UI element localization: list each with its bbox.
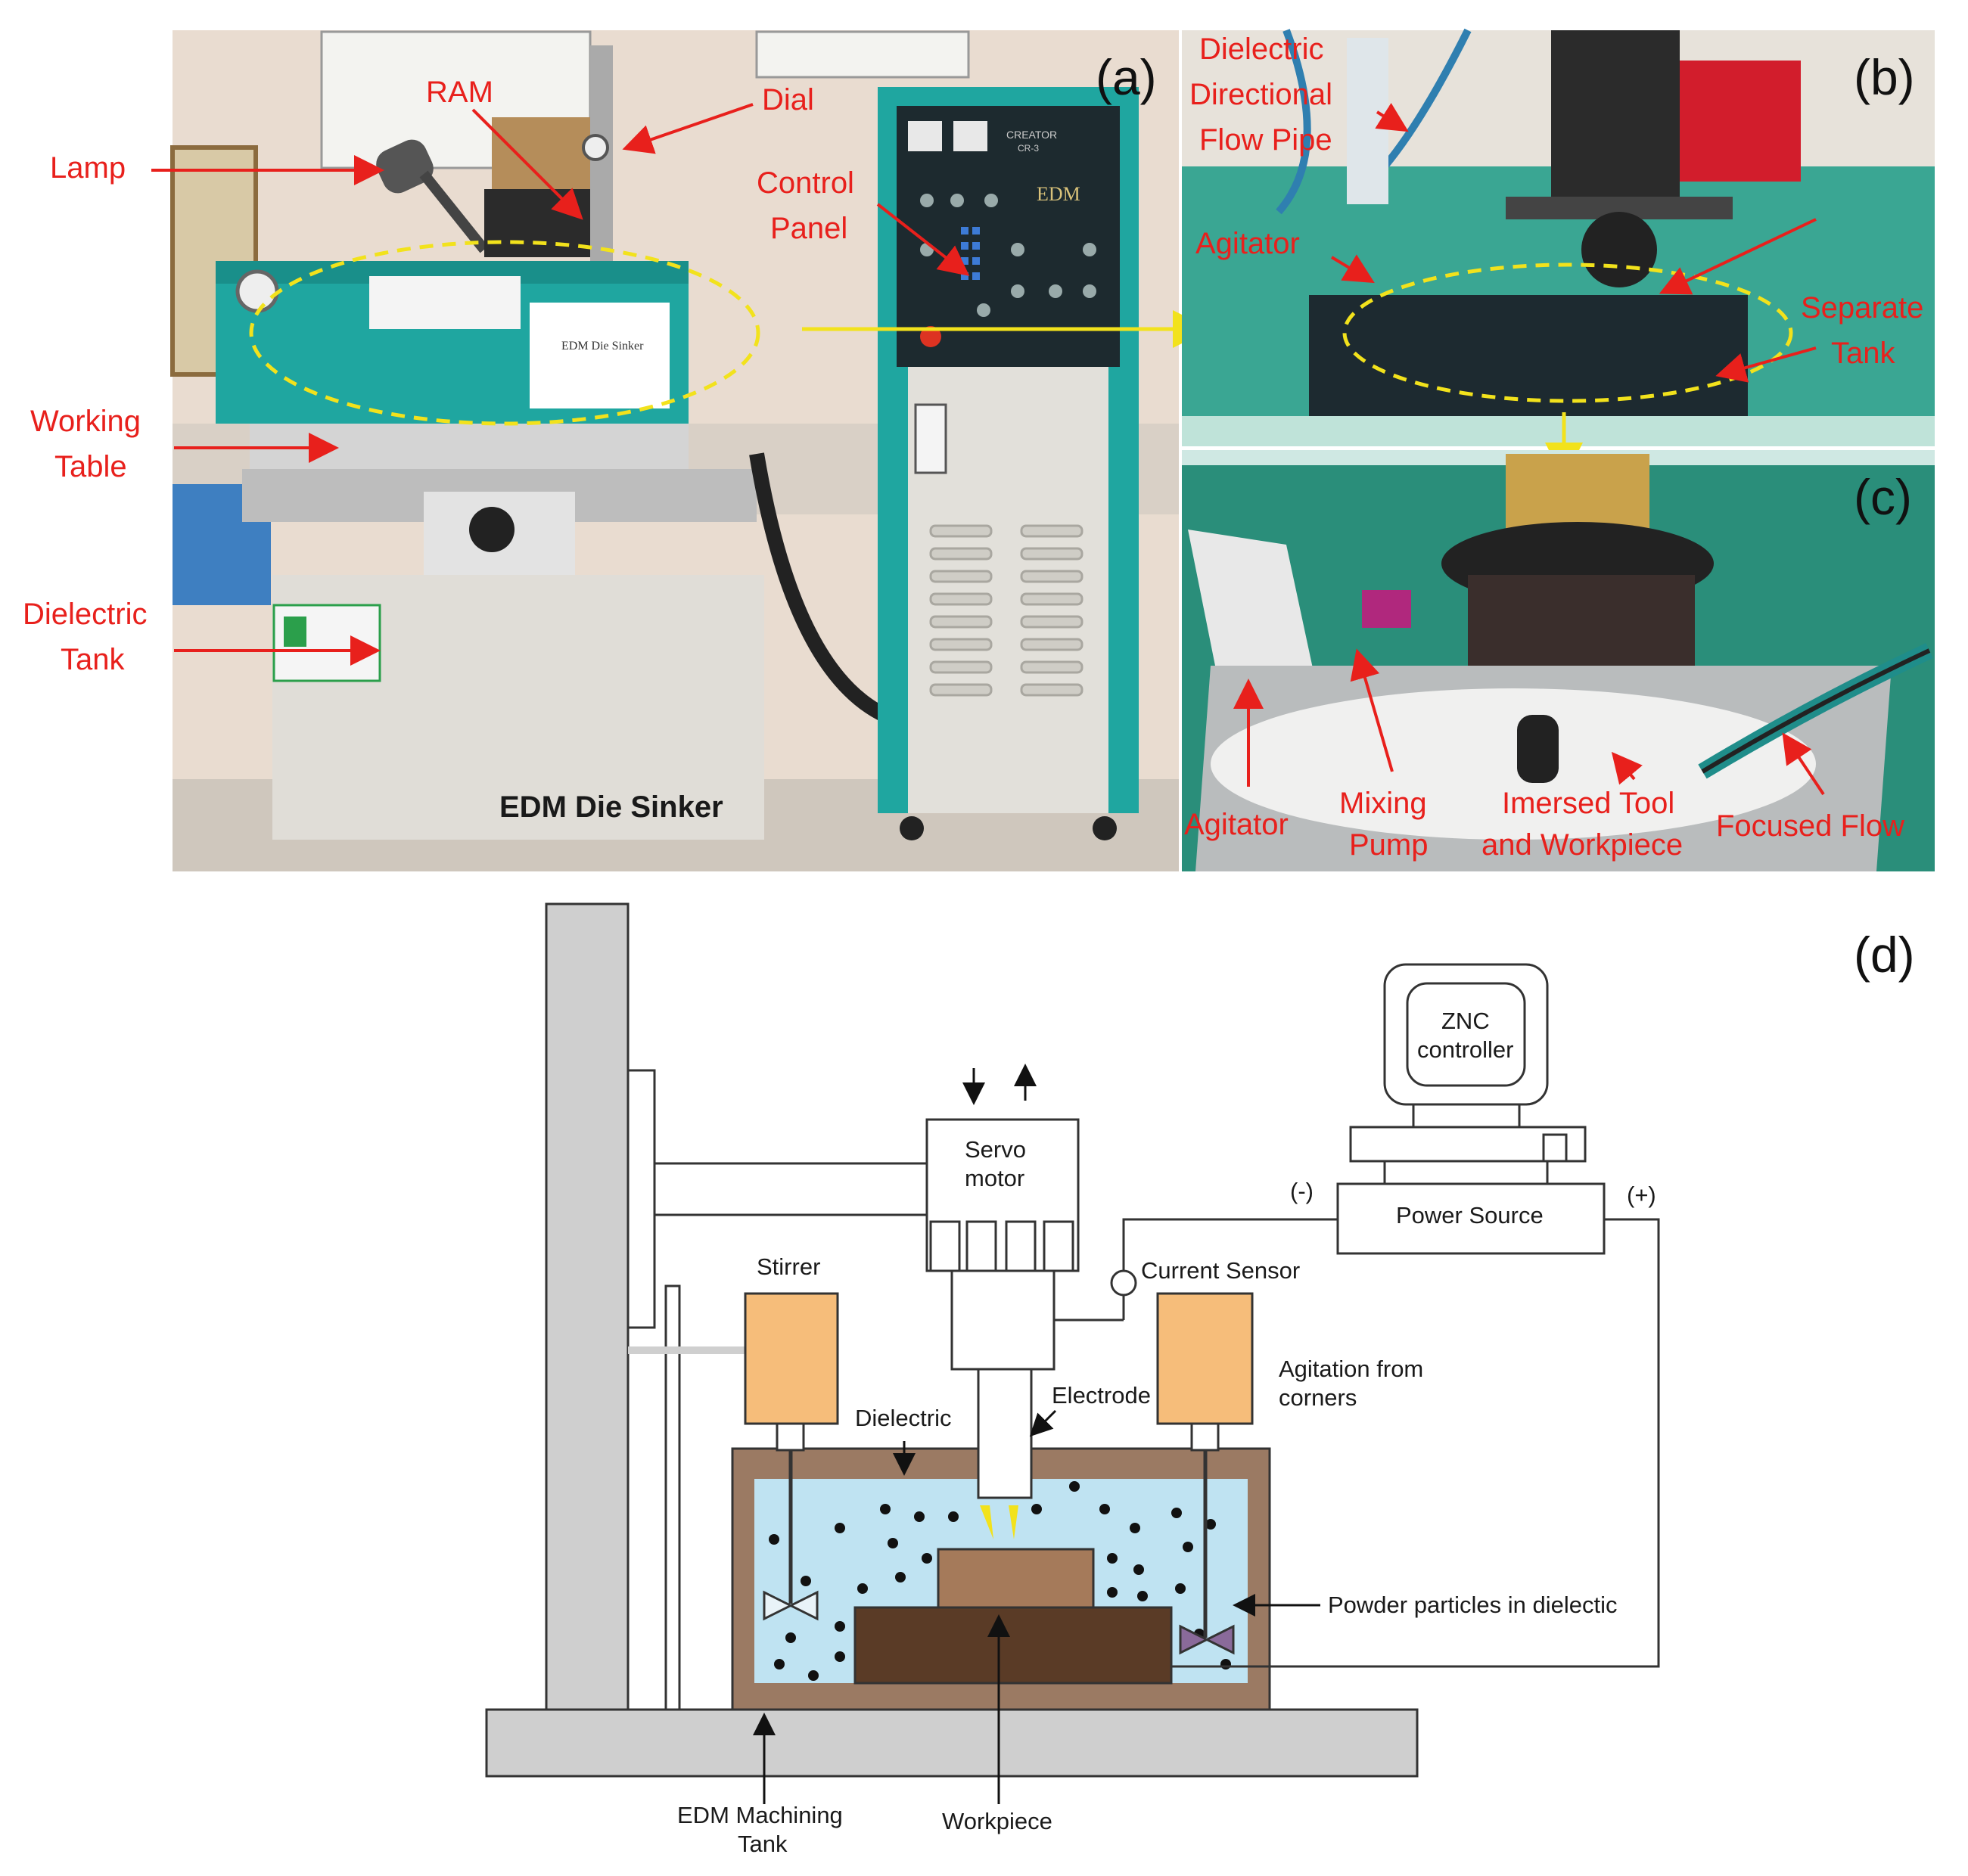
panel-a-annotations: (a) RAM Dial Lamp Control Panel Working … bbox=[23, 49, 1157, 824]
panel-letter-b: (b) bbox=[1854, 49, 1915, 105]
dielectric-label: Dielectric bbox=[855, 1405, 951, 1431]
cabinet-model: CR-3 bbox=[1018, 143, 1039, 154]
agitator-blade bbox=[1179, 1624, 1235, 1655]
label-agitator-b: Agitator bbox=[1195, 227, 1300, 260]
machine-column bbox=[545, 902, 630, 1711]
plus-label: (+) bbox=[1627, 1182, 1656, 1208]
stirrer-blade bbox=[763, 1590, 819, 1621]
panel-b-photo bbox=[1182, 28, 1935, 480]
label-pipe-3: Flow Pipe bbox=[1199, 123, 1332, 157]
panel-b-annotations: (b) Dielectric Directional Flow Pipe Agi… bbox=[1189, 33, 1923, 383]
label-lamp: Lamp bbox=[50, 151, 126, 185]
panel-letter-c: (c) bbox=[1854, 469, 1912, 525]
label-immersed-2: and Workpiece bbox=[1481, 828, 1683, 862]
tank-label-1: EDM Machining bbox=[677, 1802, 843, 1828]
powder-label: Powder particles in dielectic bbox=[1328, 1592, 1618, 1618]
label-separate-1: Separate bbox=[1801, 291, 1923, 325]
panel-letter-a: (a) bbox=[1096, 49, 1157, 105]
quill bbox=[950, 1269, 1056, 1371]
znc-label-2: controller bbox=[1417, 1036, 1514, 1063]
stirrer-motor bbox=[744, 1292, 839, 1425]
label-dielectric-tank-2: Tank bbox=[61, 643, 125, 676]
panel-d-schematic: (d) bbox=[485, 902, 1915, 1857]
label-focused-flow: Focused Flow bbox=[1716, 809, 1904, 843]
highlight-ellipse-a bbox=[249, 240, 760, 426]
label-working-1: Working bbox=[30, 405, 141, 438]
power-source-box bbox=[1336, 1182, 1606, 1255]
panel-a-photo: EDM Die Sinker CREATOR CR-3 EDM bbox=[170, 30, 1211, 871]
label-control-1: Control bbox=[757, 166, 854, 200]
tank-label-2: Tank bbox=[738, 1831, 788, 1857]
label-control-2: Panel bbox=[770, 212, 847, 245]
label-agitator-c: Agitator bbox=[1184, 808, 1289, 841]
label-dial: Dial bbox=[762, 83, 814, 116]
powder-particles bbox=[769, 1481, 1231, 1681]
panel-c-photo bbox=[1182, 450, 1935, 871]
label-pipe-2: Directional bbox=[1189, 78, 1332, 111]
electrode bbox=[977, 1368, 1033, 1499]
svg-text:EDM Die Sinker: EDM Die Sinker bbox=[561, 340, 644, 353]
tool-block bbox=[937, 1548, 1095, 1609]
electrode-label: Electrode bbox=[1052, 1382, 1151, 1409]
stirrer-label: Stirrer bbox=[757, 1253, 820, 1280]
agitator-motor bbox=[1156, 1292, 1254, 1425]
highlight-ellipse-b bbox=[1342, 262, 1793, 403]
workpiece-block bbox=[853, 1606, 1173, 1685]
power-source-label: Power Source bbox=[1396, 1202, 1544, 1228]
label-edm-die-sinker: EDM Die Sinker bbox=[499, 790, 723, 824]
servo-label-2: motor bbox=[965, 1165, 1024, 1191]
label-working-2: Table bbox=[54, 450, 127, 483]
label-separate-2: Tank bbox=[1831, 337, 1895, 370]
agitation-label-1: Agitation from bbox=[1279, 1356, 1423, 1382]
label-dielectric-tank-1: Dielectric bbox=[23, 598, 147, 631]
panel-c-annotations: (c) Agitator Mixing Pump Imersed Tool an… bbox=[1184, 469, 1912, 862]
label-ram: RAM bbox=[426, 76, 493, 109]
znc-label-1: ZNC bbox=[1441, 1008, 1490, 1034]
panel-letter-d: (d) bbox=[1854, 927, 1915, 983]
workpiece-label: Workpiece bbox=[942, 1808, 1052, 1834]
machine-base bbox=[485, 1708, 1419, 1778]
label-immersed-1: Imersed Tool bbox=[1502, 787, 1674, 820]
label-mixing-1: Mixing bbox=[1339, 787, 1427, 820]
label-pipe-1: Dielectric bbox=[1199, 33, 1323, 66]
agitation-label-2: corners bbox=[1279, 1384, 1357, 1411]
minus-label: (-) bbox=[1290, 1178, 1314, 1204]
servo-label-1: Servo bbox=[965, 1136, 1026, 1163]
cabinet-brand: CREATOR bbox=[1006, 129, 1057, 141]
current-sensor bbox=[1110, 1269, 1137, 1297]
cabinet-edm: EDM bbox=[1037, 183, 1080, 205]
label-mixing-2: Pump bbox=[1349, 828, 1429, 862]
current-sensor-label: Current Sensor bbox=[1141, 1257, 1300, 1284]
